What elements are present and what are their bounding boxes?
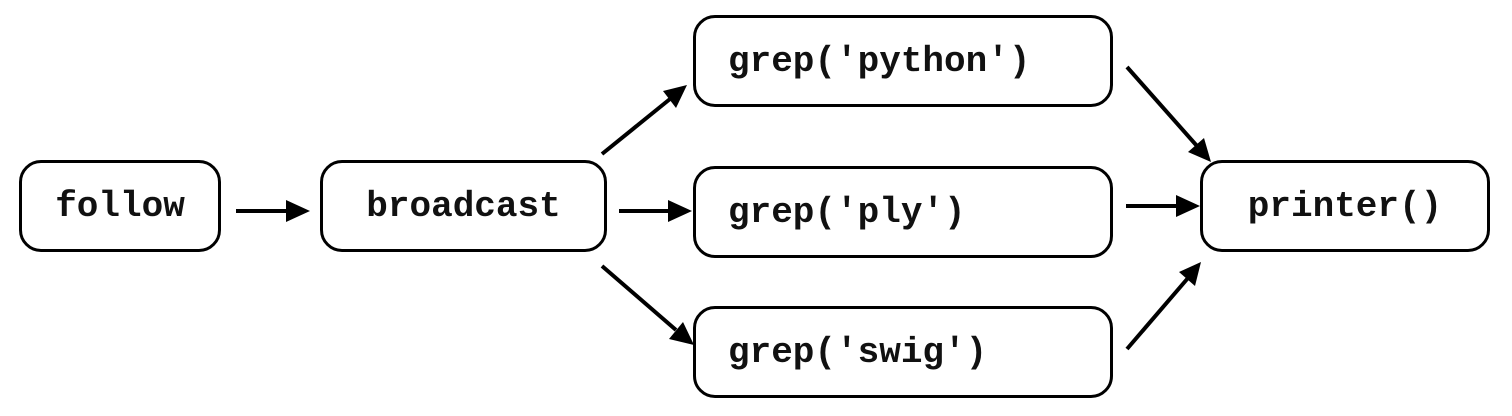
- node-grep-python-label: grep('python'): [728, 40, 1031, 82]
- node-grep-swig: grep('swig'): [693, 306, 1113, 398]
- edge-broadcast-to-grep-ply: [619, 200, 692, 222]
- edge-broadcast-to-grep-swig: [600, 264, 694, 345]
- node-printer: printer(): [1200, 160, 1490, 252]
- node-follow: follow: [19, 160, 221, 252]
- node-grep-ply-label: grep('ply'): [728, 191, 966, 233]
- node-follow-label: follow: [55, 185, 185, 227]
- edge-grep-ply-to-printer: [1126, 195, 1200, 217]
- edge-follow-to-broadcast: [236, 200, 310, 222]
- node-grep-swig-label: grep('swig'): [728, 331, 988, 373]
- edge-grep-python-to-printer: [1125, 65, 1211, 162]
- edge-grep-swig-to-printer: [1125, 262, 1201, 351]
- node-printer-label: printer(): [1247, 185, 1443, 227]
- node-broadcast-label: broadcast: [366, 185, 561, 227]
- edge-broadcast-to-grep-python: [600, 85, 687, 156]
- node-broadcast: broadcast: [320, 160, 607, 252]
- node-grep-python: grep('python'): [693, 15, 1113, 107]
- node-grep-ply: grep('ply'): [693, 166, 1113, 258]
